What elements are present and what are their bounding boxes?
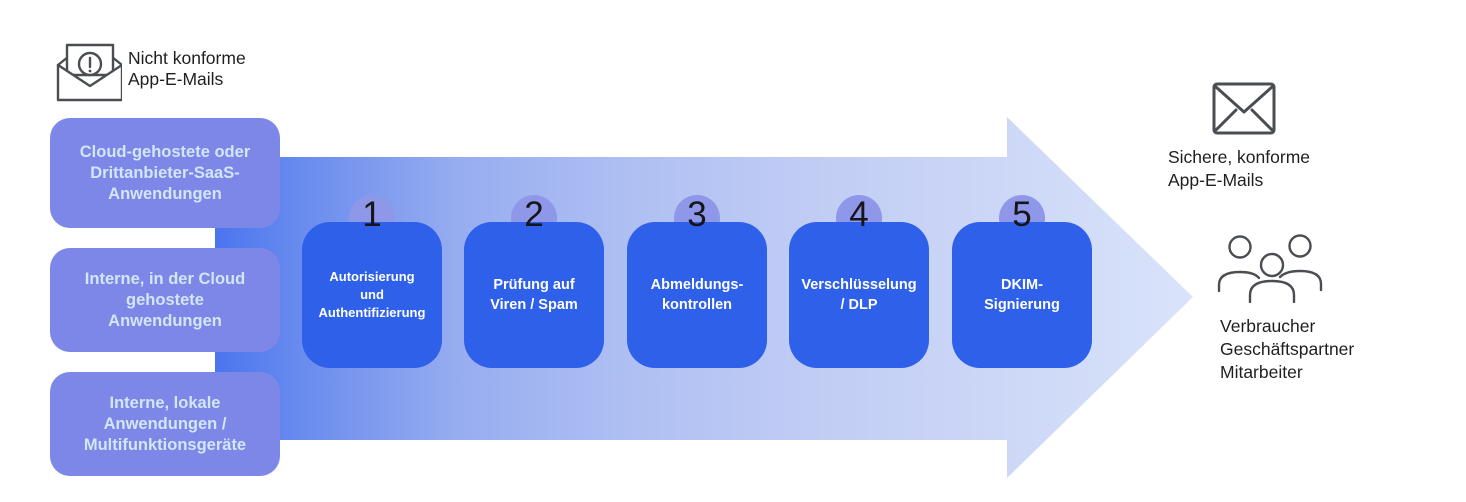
step-box: Prüfung auf Viren / Spam: [464, 222, 604, 368]
step-label: Verschlüsselung / DLP: [801, 277, 917, 313]
step-box: Autorisierung und Authentifizierung: [302, 222, 442, 368]
envelope-icon: [1212, 82, 1276, 135]
step-number: 5: [1012, 195, 1032, 234]
pipeline-step-encryption-dlp: Verschlüsselung / DLP 4: [789, 195, 929, 368]
warning-envelope-icon: [56, 42, 122, 102]
step-label: DKIM- Signierung: [984, 277, 1060, 313]
source-box-label: Interne, in der Cloud gehostete Anwendun…: [84, 269, 246, 330]
step-number: 2: [524, 195, 544, 234]
people-icon: [1216, 231, 1328, 303]
source-box-label: Interne, lokale Anwendungen / Multifunkt…: [83, 393, 247, 454]
step-label: Abmeldungs- kontrollen: [650, 277, 744, 313]
source-box-internal-cloud: Interne, in der Cloud gehostete Anwendun…: [50, 248, 280, 352]
output-email-label: Sichere, konforme App-E-Mails: [1168, 147, 1311, 190]
pipeline-step-unsubscribe-controls: Abmeldungs- kontrollen 3: [627, 195, 767, 368]
output-recipients-label: Verbraucher Geschäftspartner Mitarbeiter: [1220, 316, 1355, 382]
pipeline-step-virus-spam: Prüfung auf Viren / Spam 2: [464, 195, 604, 368]
step-number: 3: [687, 195, 707, 234]
source-box-cloud-saas: Cloud-gehostete oder Drittanbieter-SaaS-…: [50, 118, 280, 228]
step-label: Prüfung auf Viren / Spam: [490, 277, 578, 313]
source-box-internal-local: Interne, lokale Anwendungen / Multifunkt…: [50, 372, 280, 476]
step-box: Verschlüsselung / DLP: [789, 222, 929, 368]
source-box-label: Cloud-gehostete oder Drittanbieter-SaaS-…: [79, 142, 251, 203]
input-label: Nicht konforme App-E-Mails: [128, 48, 246, 89]
pipeline-step-dkim-signing: DKIM- Signierung 5: [952, 195, 1092, 368]
step-label: Autorisierung und Authentifizierung: [318, 269, 426, 320]
step-box: DKIM- Signierung: [952, 222, 1092, 368]
step-number: 1: [362, 195, 382, 234]
pipeline-step-authorization: Autorisierung und Authentifizierung 1: [302, 195, 442, 368]
step-number: 4: [849, 195, 869, 234]
step-box: Abmeldungs- kontrollen: [627, 222, 767, 368]
